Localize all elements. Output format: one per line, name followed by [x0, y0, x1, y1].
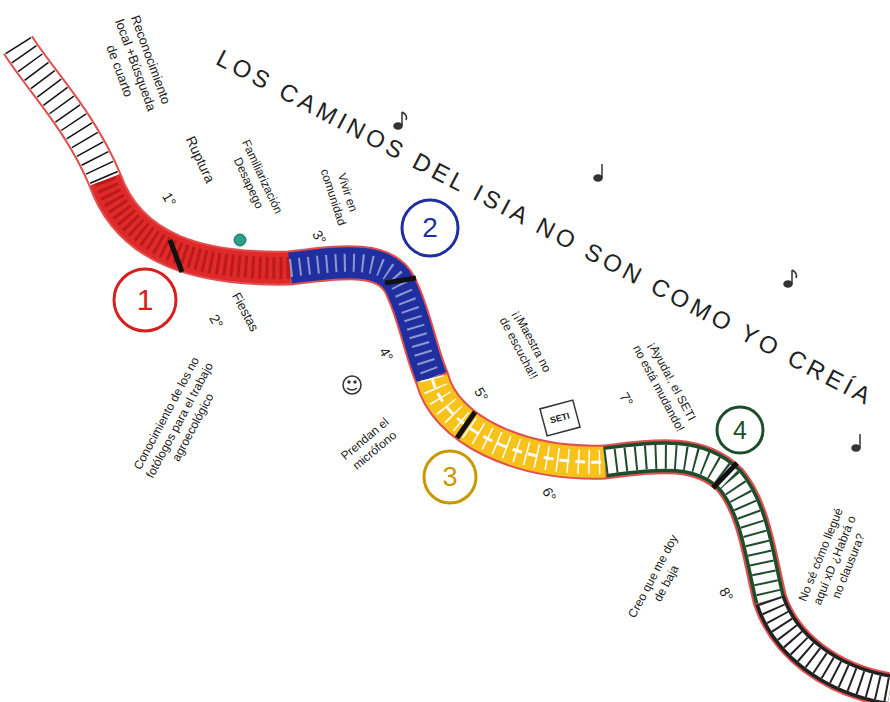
stage-number: 1 — [137, 285, 154, 315]
stage-label: Fiestas — [228, 290, 262, 335]
journey-note: Vivir en comunidad — [313, 152, 366, 237]
circle-shape — [402, 200, 458, 256]
stage-circle: 3 — [422, 449, 478, 505]
stage-circle: 1 — [112, 267, 178, 333]
stage-label: SETI — [549, 410, 571, 426]
journey-note: Creo que me doy de baja — [623, 529, 696, 631]
stage-label: 4° — [374, 345, 396, 365]
journey-note: Reconocimiento local +Búsqueda de cuarto — [93, 5, 176, 125]
circle-shape — [114, 269, 176, 331]
stage-label: 5° — [469, 385, 491, 405]
stage-label: 1° — [157, 190, 179, 210]
stage-number: 3 — [442, 464, 457, 491]
stage-circle: 4 — [715, 405, 765, 455]
stage-label: 6° — [537, 485, 559, 505]
stage-circle: 2 — [400, 198, 460, 258]
journey-note: Conocimiento de los no fotólogos para el… — [127, 348, 232, 493]
stage-label: 7° — [614, 390, 636, 410]
circle-shape — [424, 451, 476, 503]
stage-label: 8° — [714, 585, 736, 605]
journey-note: Prendan el micrófono — [326, 405, 414, 486]
stage-number: 4 — [733, 418, 747, 443]
stage-label: 2° — [204, 312, 226, 332]
stage-label: 3° — [307, 228, 329, 248]
stage-number: 2 — [422, 214, 438, 242]
stage-label: Ruptura — [181, 133, 218, 186]
journey-note: ¡¡Maestra no de escucha!! — [493, 303, 557, 388]
journey-note: No sé cómo llegué aquí xD ¿Habrá o no cl… — [794, 501, 877, 620]
journey-note: Familiarización Desapego — [218, 124, 292, 236]
circle-shape — [717, 407, 763, 453]
journey-note: ¡Ayuda!, el SETI no está mudando! — [628, 334, 701, 436]
